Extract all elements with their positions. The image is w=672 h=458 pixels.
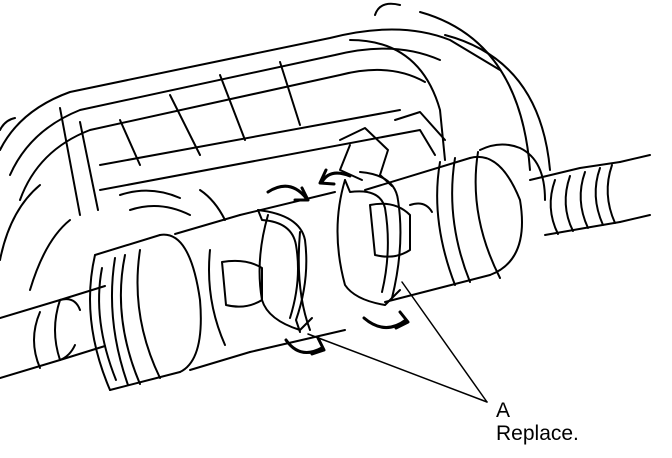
callout-note: Replace. [496,422,579,445]
right-clip [336,127,402,306]
right-nut [364,143,546,303]
callout-letter: A [496,399,511,422]
left-clip [257,209,313,333]
left-hose [0,285,106,379]
left-nut [89,214,263,391]
rotation-arrows [266,168,410,356]
leader-lines [307,281,488,403]
center-tube [239,191,346,353]
part-callout: A Replace. [496,399,579,445]
right-hose [529,154,651,236]
housing [0,2,551,291]
